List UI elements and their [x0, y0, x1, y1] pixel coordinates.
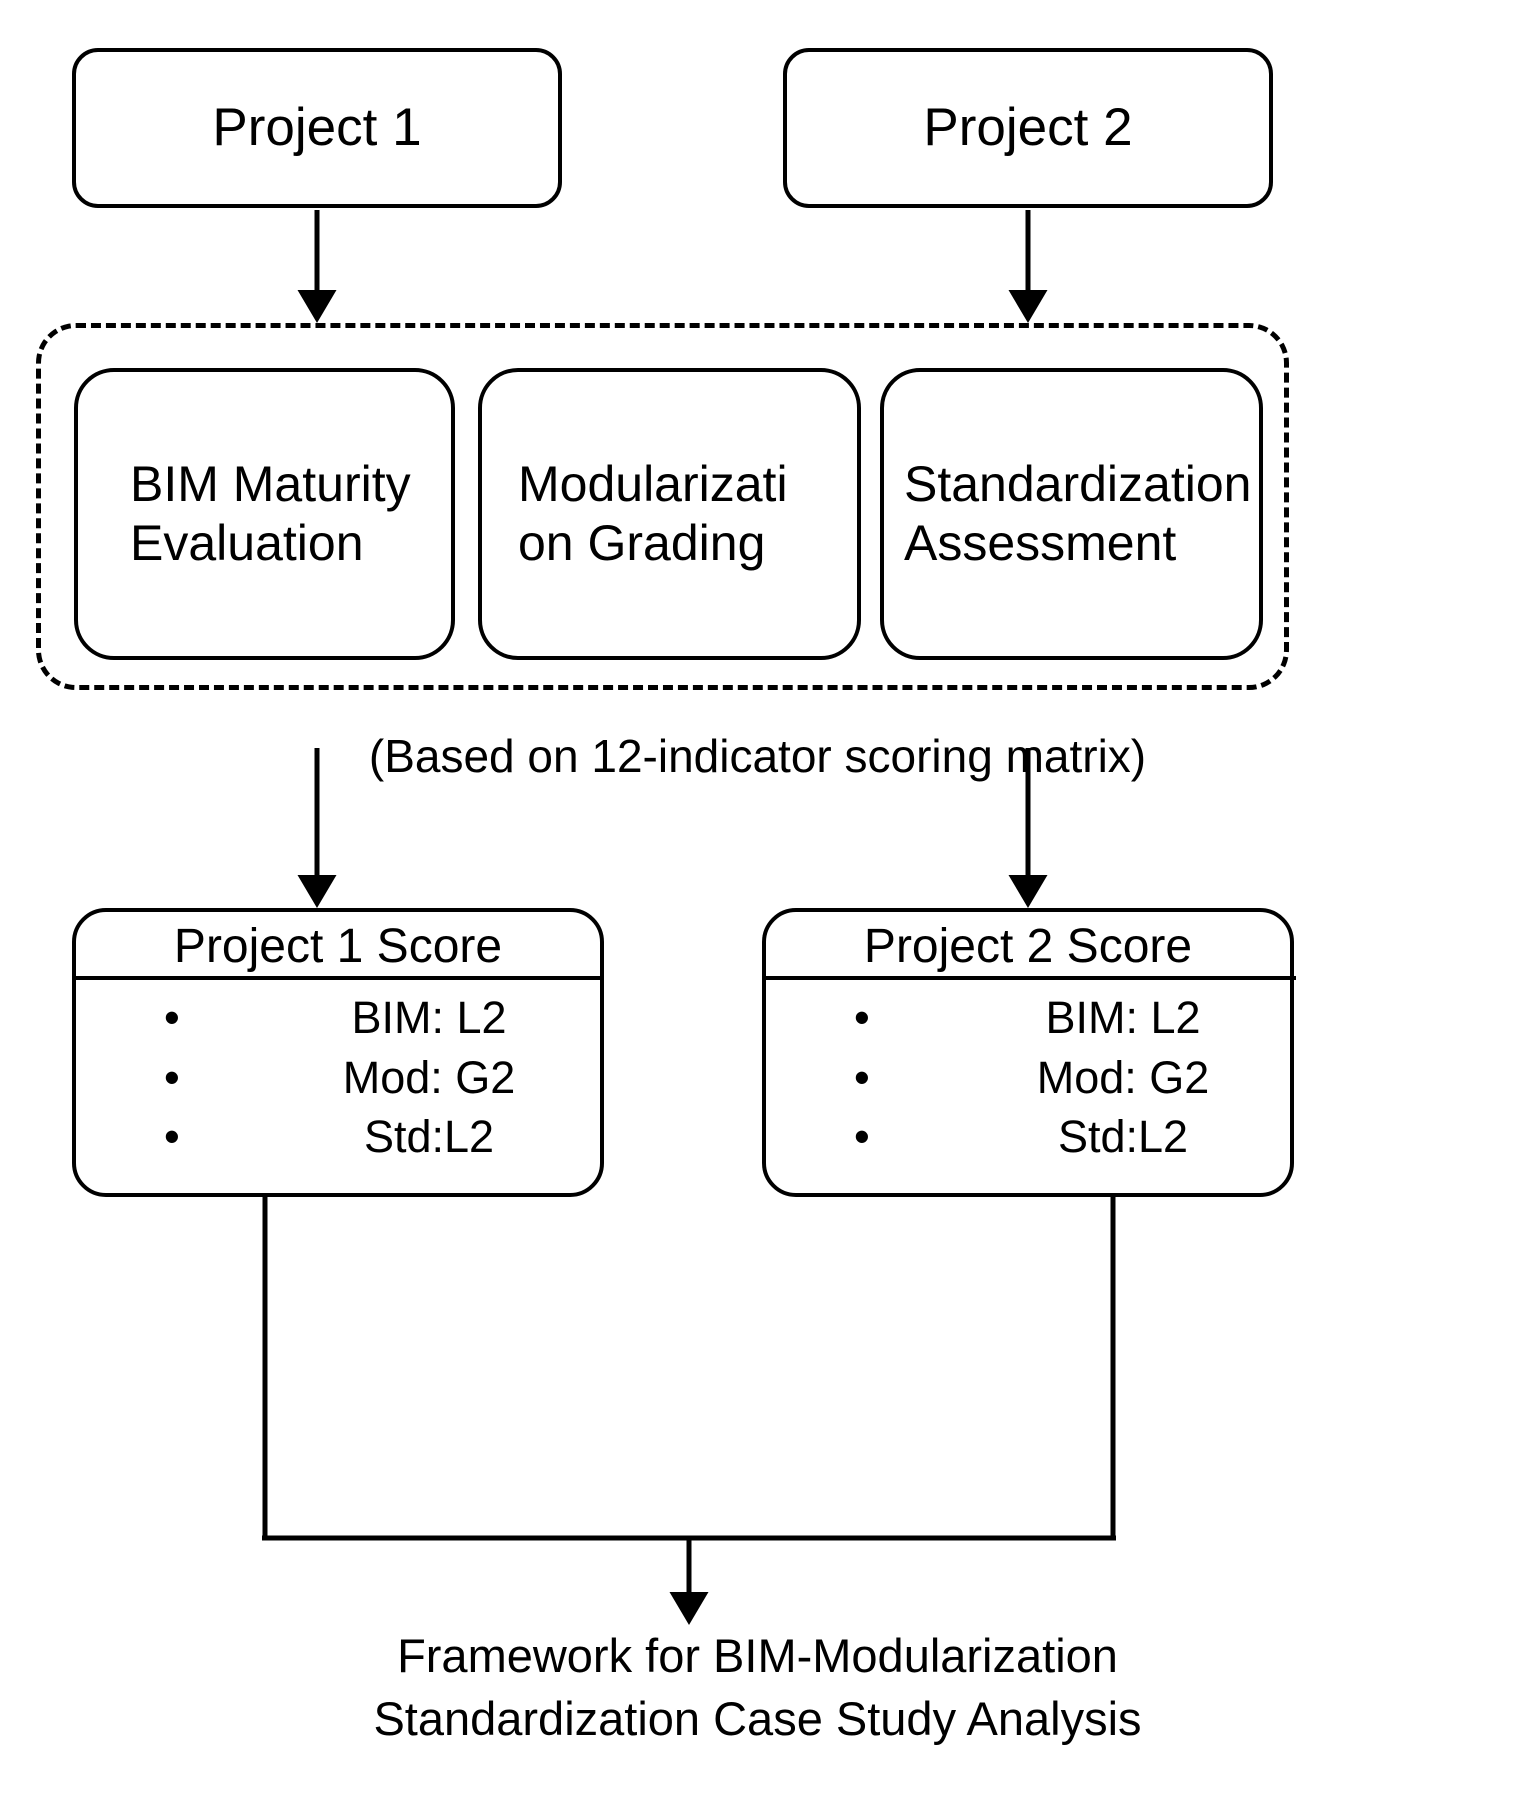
- node-standardization-assessment[interactable]: Standardization Assessment: [880, 368, 1263, 660]
- node-project-2[interactable]: Project 2: [783, 48, 1273, 208]
- project-1-score-list: • BIM: L2 • Mod: G2 • Std:L2: [76, 980, 600, 1166]
- outcome-label: Framework for BIM-Modularization Standar…: [373, 1629, 1142, 1745]
- bullet-icon: •: [164, 1111, 180, 1163]
- list-item: • Mod: G2: [76, 1048, 600, 1107]
- project-1-score-title: Project 1 Score: [173, 920, 503, 973]
- list-item: • BIM: L2: [766, 988, 1290, 1047]
- node-standardization-assessment-label: Standardization Assessment: [904, 456, 1252, 571]
- scoring-matrix-note: (Based on 12-indicator scoring matrix): [368, 730, 1147, 782]
- project-1-score-item-bim: BIM: L2: [351, 992, 507, 1044]
- project-1-score-item-std: Std:L2: [363, 1111, 495, 1163]
- list-item: • Std:L2: [76, 1107, 600, 1166]
- node-project-2-score[interactable]: Project 2 Score • BIM: L2 • Mod: G2 • Std:L…: [762, 908, 1296, 1197]
- list-item: • Mod: G2: [766, 1048, 1290, 1107]
- node-modularization-grading[interactable]: Modularizati on Grading: [478, 368, 861, 660]
- project-2-score-divider: [766, 976, 1296, 981]
- project-2-score-item-mod: Mod: G2: [1036, 1051, 1210, 1103]
- node-project-1[interactable]: Project 1: [72, 48, 562, 208]
- node-project-2-label: Project 2: [923, 97, 1133, 157]
- project-1-score-item-mod: Mod: G2: [342, 1051, 516, 1103]
- list-item: • BIM: L2: [76, 988, 600, 1047]
- project-2-score-item-bim: BIM: L2: [1045, 992, 1201, 1044]
- project-2-score-item-std: Std:L2: [1057, 1111, 1189, 1163]
- node-project-1-score[interactable]: Project 1 Score • BIM: L2 • Mod: G2 • Std:L…: [72, 908, 604, 1197]
- node-bim-maturity-evaluation[interactable]: BIM Maturity Evaluation: [74, 368, 455, 660]
- node-project-1-label: Project 1: [212, 97, 422, 157]
- node-bim-maturity-evaluation-label: BIM Maturity Evaluation: [130, 456, 411, 571]
- project-2-score-list: • BIM: L2 • Mod: G2 • Std:L2: [766, 980, 1290, 1166]
- project-1-score-divider: [76, 976, 600, 981]
- bullet-icon: •: [164, 992, 180, 1044]
- node-modularization-grading-label: Modularizati on Grading: [518, 456, 788, 571]
- list-item: • Std:L2: [766, 1107, 1290, 1166]
- project-2-score-title: Project 2 Score: [863, 920, 1193, 973]
- bullet-icon: •: [854, 1111, 870, 1163]
- bullet-icon: •: [854, 992, 870, 1044]
- bullet-icon: •: [854, 1051, 870, 1103]
- bullet-icon: •: [164, 1051, 180, 1103]
